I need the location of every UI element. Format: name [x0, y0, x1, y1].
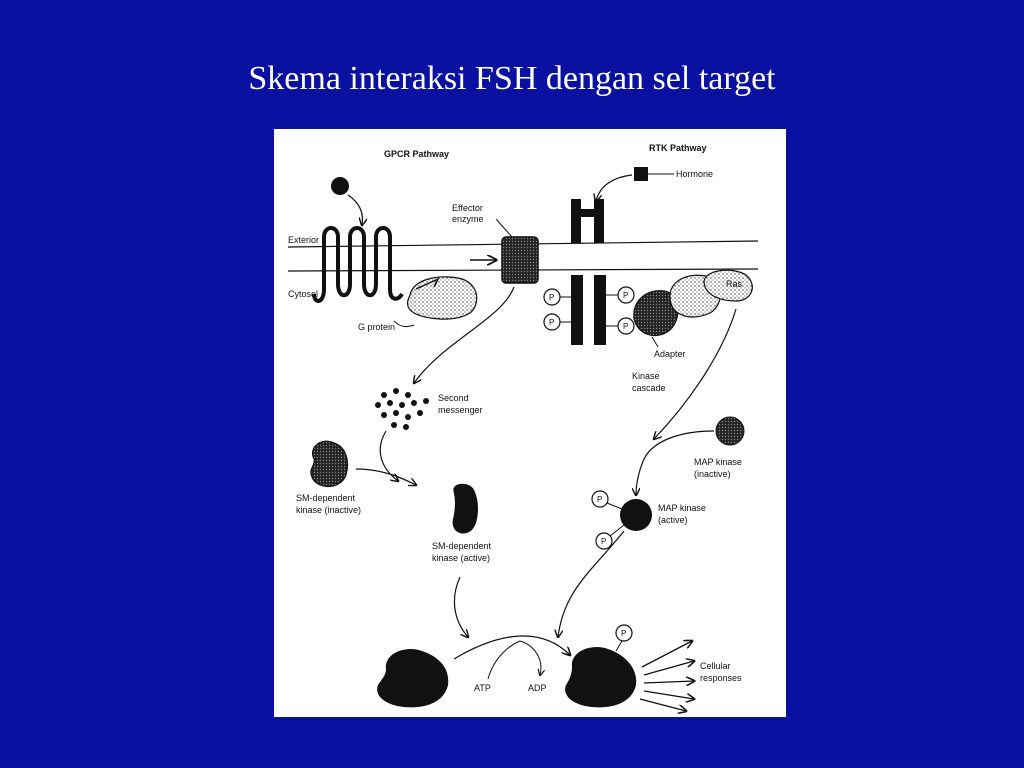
hormone-label: Hormone [676, 169, 713, 179]
rtk-hormone [634, 167, 648, 181]
sm-to-substrate-arrow [453, 576, 468, 637]
effector-enzyme [501, 236, 539, 284]
sm-inactive-label-2: kinase (inactive) [296, 505, 361, 515]
map-inactive-label-1: MAP kinase [694, 457, 742, 467]
map-phospho-1: P [591, 490, 623, 510]
svg-text:P: P [597, 495, 602, 504]
rtk-phospho-4: P [606, 317, 635, 335]
rtk-monomer-1-int [571, 275, 583, 345]
cellular-response-arrows [639, 641, 694, 711]
rtk-monomer-1-ext [571, 199, 581, 243]
sm-inactive-arrow [355, 468, 416, 485]
adp-label: ADP [528, 683, 547, 693]
second-messenger-dots [375, 388, 429, 430]
svg-text:P: P [623, 322, 628, 331]
map-to-substrate-arrow [558, 530, 625, 637]
map-phospho-2: P [595, 524, 625, 550]
pathway-svg: GPCR Pathway RTK Pathway Exterior Cytoso… [287, 143, 759, 717]
kinase-cascade-label-1: Kinase [632, 371, 660, 381]
second-messenger-label-1: Second [438, 393, 469, 403]
effector-label-1: Effector [452, 203, 483, 213]
cytosol-label: Cytosol [288, 289, 318, 299]
adapter-label: Adapter [654, 349, 686, 359]
hormone-arrow [596, 174, 633, 201]
gpcr-ligand [331, 177, 349, 195]
substrate-phospho: P [615, 624, 633, 652]
effector-to-messenger-arrow [414, 286, 515, 383]
svg-text:P: P [549, 293, 554, 302]
adp-arrow [519, 640, 541, 675]
map-active-label-1: MAP kinase [658, 503, 706, 513]
sm-kinase-inactive [310, 440, 349, 488]
slide-title: Skema interaksi FSH dengan sel target [248, 60, 776, 97]
second-messenger-label-2: messenger [438, 405, 483, 415]
sm-active-label-2: kinase (active) [432, 553, 490, 563]
svg-text:P: P [601, 537, 606, 546]
effector-label-2: enzyme [452, 214, 484, 224]
gpcr-receptor [312, 226, 404, 303]
cellular-responses-label-1: Cellular [700, 661, 731, 671]
rtk-pathway-header: RTK Pathway [649, 143, 707, 153]
phosphorylation-arrow [453, 635, 570, 660]
phosphorylated-substrate [565, 647, 637, 708]
map-activation-arrow [636, 430, 715, 495]
kinase-cascade-label-2: cascade [632, 383, 666, 393]
sm-inactive-label-1: SM-dependent [296, 493, 356, 503]
svg-text:P: P [549, 318, 554, 327]
sm-kinase-active [452, 483, 478, 534]
cellular-responses-label-2: responses [700, 673, 742, 683]
messenger-to-sm-arrow [379, 430, 398, 481]
atp-label: ATP [474, 683, 491, 693]
rtk-monomer-2-int [594, 275, 606, 345]
signaling-pathway-diagram: GPCR Pathway RTK Pathway Exterior Cytoso… [274, 129, 786, 717]
rtk-phospho-2: P [543, 313, 571, 331]
g-protein-label: G protein [358, 322, 395, 332]
sm-active-label-1: SM-dependent [432, 541, 492, 551]
g-protein-leader [393, 320, 415, 328]
atp-arrow [487, 640, 521, 680]
rtk-phospho-3: P [606, 286, 635, 304]
ligand-arrow [347, 194, 362, 225]
ras-protein [703, 269, 753, 302]
rtk-phospho-1: P [543, 288, 571, 306]
gpcr-pathway-header: GPCR Pathway [384, 149, 449, 159]
g-protein [406, 276, 478, 320]
rtk-monomer-2-ext [594, 199, 604, 243]
effector-leader [495, 218, 513, 238]
svg-text:P: P [623, 291, 628, 300]
exterior-label: Exterior [288, 235, 319, 245]
g-protein-switch [415, 277, 440, 290]
ras-to-cascade-arrow [654, 308, 737, 439]
rtk-ligand-bridge [581, 209, 594, 217]
adapter-leader [651, 336, 659, 348]
map-inactive-label-2: (inactive) [694, 469, 731, 479]
ras-label: Ras [726, 279, 743, 289]
map-kinase-inactive [715, 416, 745, 446]
map-active-label-2: (active) [658, 515, 688, 525]
substrate-protein [377, 649, 449, 708]
map-kinase-active [620, 499, 652, 531]
svg-text:P: P [621, 629, 626, 638]
